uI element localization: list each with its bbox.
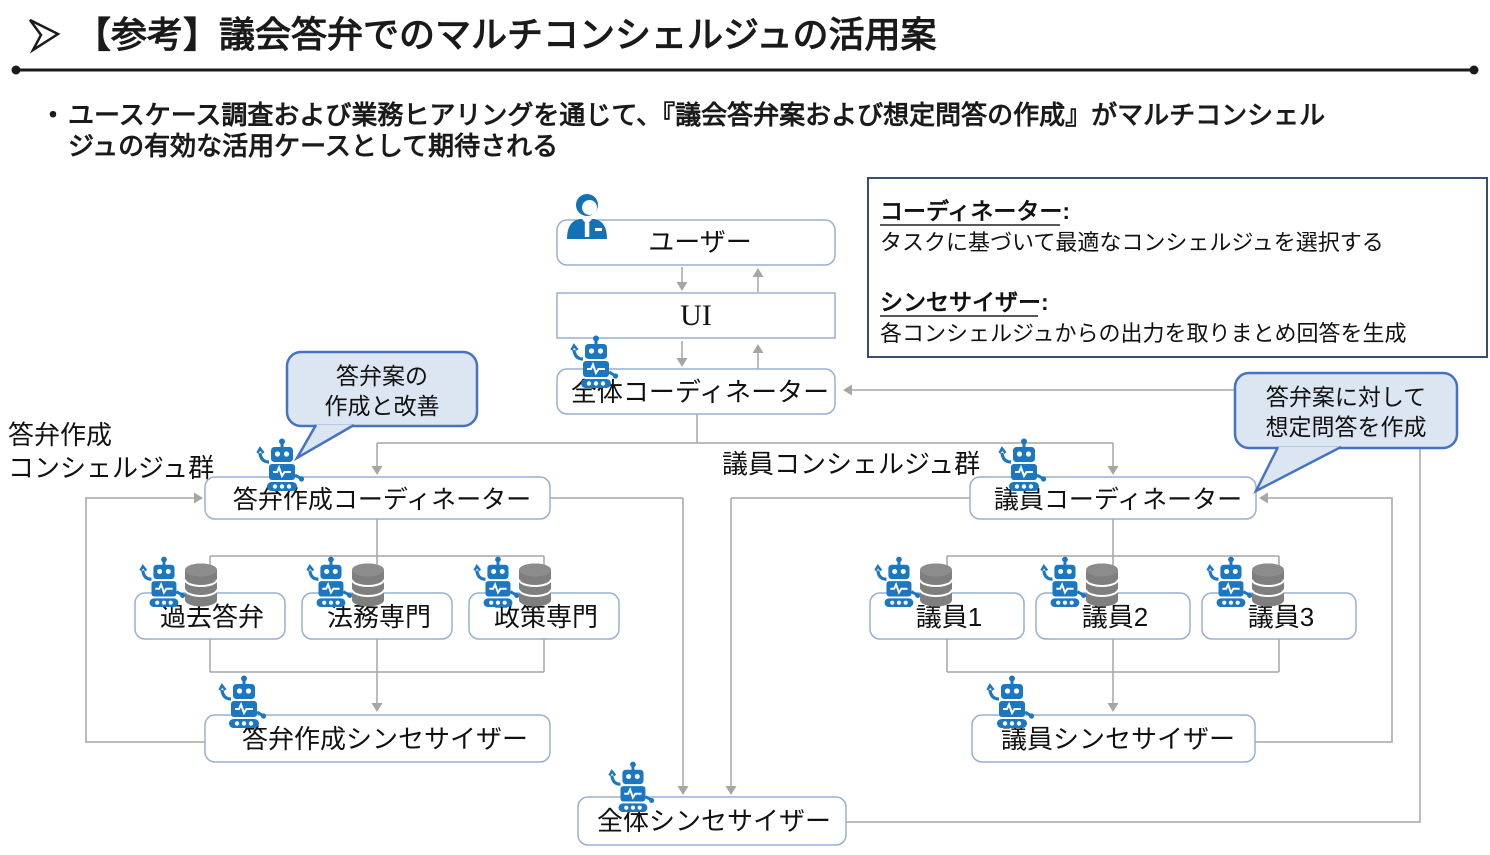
node-member3-label: 議員3	[1248, 602, 1314, 632]
node-member-synthesizer-label: 議員シンセサイザー	[1001, 724, 1235, 754]
node-policy-expert-label: 政策専門	[494, 602, 598, 632]
bullet-line-1: ユースケース調査および業務ヒアリングを通じて、『議会答弁案および想定問答の作成』…	[68, 100, 1325, 130]
node-ui: UI	[556, 292, 836, 339]
node-member-coordinator: 議員コーディネーター	[969, 476, 1257, 520]
node-legal-expert-label: 法務専門	[327, 602, 431, 632]
legend-coordinator-desc: タスクに基づいて最適なコンシェルジュを選択する	[880, 230, 1384, 255]
node-past-answers: 過去答弁	[134, 592, 286, 640]
callout-member-line1: 答弁案に対して	[1266, 384, 1426, 410]
callout-drafting-line1: 答弁案の	[336, 363, 428, 389]
title-arrowhead-icon	[28, 18, 61, 54]
legend-border	[867, 177, 1488, 358]
node-overall-coordinator: 全体コーディネーター	[556, 368, 836, 415]
node-ui-label: UI	[680, 299, 712, 332]
callout-drafting-tail	[293, 423, 355, 462]
database-icon	[1085, 562, 1119, 608]
database-icon	[518, 562, 552, 608]
database-icon	[351, 562, 385, 608]
divider-left-dot	[11, 65, 21, 75]
slide-header: 【参考】議会答弁でのマルチコンシェルジュの活用案 ・ ユースケース調査および業務…	[11, 14, 1479, 161]
divider-right-dot	[1469, 65, 1479, 75]
node-overall-coordinator-label: 全体コーディネーター	[571, 377, 829, 407]
group-labels: 答弁作成 コンシェルジュ群 議員コンシェルジュ群	[8, 420, 980, 483]
node-drafting-synthesizer-label: 答弁作成シンセサイザー	[242, 724, 528, 754]
node-member2-label: 議員2	[1082, 602, 1148, 632]
node-member1-label: 議員1	[916, 602, 982, 632]
callout-member-tail	[1253, 445, 1342, 494]
member-group-label: 議員コンシェルジュ群	[722, 449, 980, 479]
node-drafting-synthesizer: 答弁作成シンセサイザー	[204, 714, 551, 763]
bullet-line-2: ジュの有効な活用ケースとして期待される	[68, 131, 558, 161]
callout-drafting-line2: 作成と改善	[325, 393, 440, 419]
bullet-marker: ・	[40, 100, 66, 130]
node-user: ユーザー	[556, 219, 836, 266]
database-icon	[184, 562, 218, 608]
legend-synthesizer-term: シンセサイザー:	[880, 289, 1049, 315]
callout-member-line2: 想定問答を作成	[1266, 414, 1427, 440]
node-past-answers-label: 過去答弁	[160, 602, 264, 632]
callout-drafting: 答弁案の 作成と改善	[285, 350, 479, 462]
diagram-nodes: ユーザー UI 全体コーディネーター 答弁作成コーディネーター 過去答弁 法務専…	[134, 219, 1357, 846]
person-icon	[567, 194, 607, 239]
node-drafting-coordinator: 答弁作成コーディネーター	[204, 476, 551, 520]
database-icon	[1251, 562, 1285, 608]
drafting-group-label-line2: コンシェルジュ群	[8, 453, 214, 483]
legend-coordinator-term: コーディネーター:	[880, 198, 1070, 224]
callout-member: 答弁案に対して 想定問答を作成	[1233, 371, 1459, 494]
drafting-group-label-line1: 答弁作成	[8, 420, 112, 450]
node-user-label: ユーザー	[648, 227, 751, 257]
legend-box: コーディネーター: タスクに基づいて最適なコンシェルジュを選択する シンセサイザ…	[867, 177, 1488, 358]
legend-synthesizer-desc: 各コンシェルジュからの出力を取りまとめ回答を生成	[880, 321, 1406, 346]
node-overall-synthesizer: 全体シンセサイザー	[577, 796, 847, 846]
database-icon	[919, 562, 953, 608]
page-title: 【参考】議会答弁でのマルチコンシェルジュの活用案	[75, 14, 937, 55]
node-member-synthesizer: 議員シンセサイザー	[971, 714, 1256, 763]
